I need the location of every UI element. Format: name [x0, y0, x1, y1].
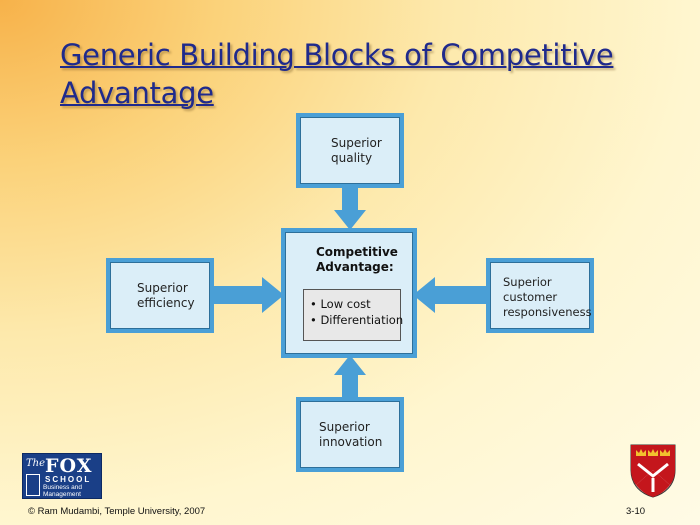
university-crest-icon [630, 444, 676, 498]
center-title-line1: Competitive [316, 245, 398, 259]
slide-title: Generic Building Blocks of Competitive A… [60, 38, 614, 110]
footer-page-number: 3-10 [626, 506, 646, 517]
efficiency-line2: efficiency [137, 296, 195, 310]
fox-logo-emblem [26, 474, 40, 496]
list-item-low-cost: Low cost [310, 296, 400, 312]
fox-logo-business-management: Business and Management [43, 484, 82, 498]
fox-logo-bm-line1: Business and [43, 484, 83, 491]
superior-efficiency-box: Superior efficiency [106, 258, 214, 333]
efficiency-line1: Superior [137, 281, 188, 295]
superior-quality-box: Superior quality [296, 113, 404, 188]
customer-line3: responsiveness [503, 305, 592, 319]
fox-logo-word: FOX [45, 455, 93, 477]
center-title-line2: Advantage: [316, 260, 394, 274]
superior-innovation-box: Superior innovation [296, 397, 404, 472]
fox-logo-the: The [26, 458, 46, 469]
advantage-list: Low cost Differentiation [303, 289, 403, 341]
quality-line2: quality [331, 151, 373, 165]
quality-line1: Superior [331, 136, 382, 150]
arrow-left-from-customer [413, 277, 486, 313]
customer-line2: customer [503, 290, 558, 304]
fox-school-logo: The FOX SCHOOL Business and Management [22, 453, 102, 499]
innovation-line2: innovation [319, 435, 383, 449]
customer-line1: Superior [503, 275, 552, 289]
competitive-advantage-box: Competitive Advantage: Low cost Differen… [281, 228, 417, 358]
innovation-line1: Superior [319, 420, 370, 434]
arrow-right-from-efficiency [214, 277, 284, 313]
fox-logo-school: SCHOOL [45, 475, 92, 484]
superior-customer-responsiveness-box: Superior customer responsiveness [486, 258, 594, 333]
fox-logo-bm-line2: Management [43, 491, 81, 498]
arrow-down-from-quality [334, 188, 366, 230]
list-item-differentiation: Differentiation [310, 312, 403, 328]
arrow-up-from-innovation [334, 355, 366, 397]
footer-copyright: © Ram Mudambi, Temple University, 2007 [28, 506, 206, 517]
